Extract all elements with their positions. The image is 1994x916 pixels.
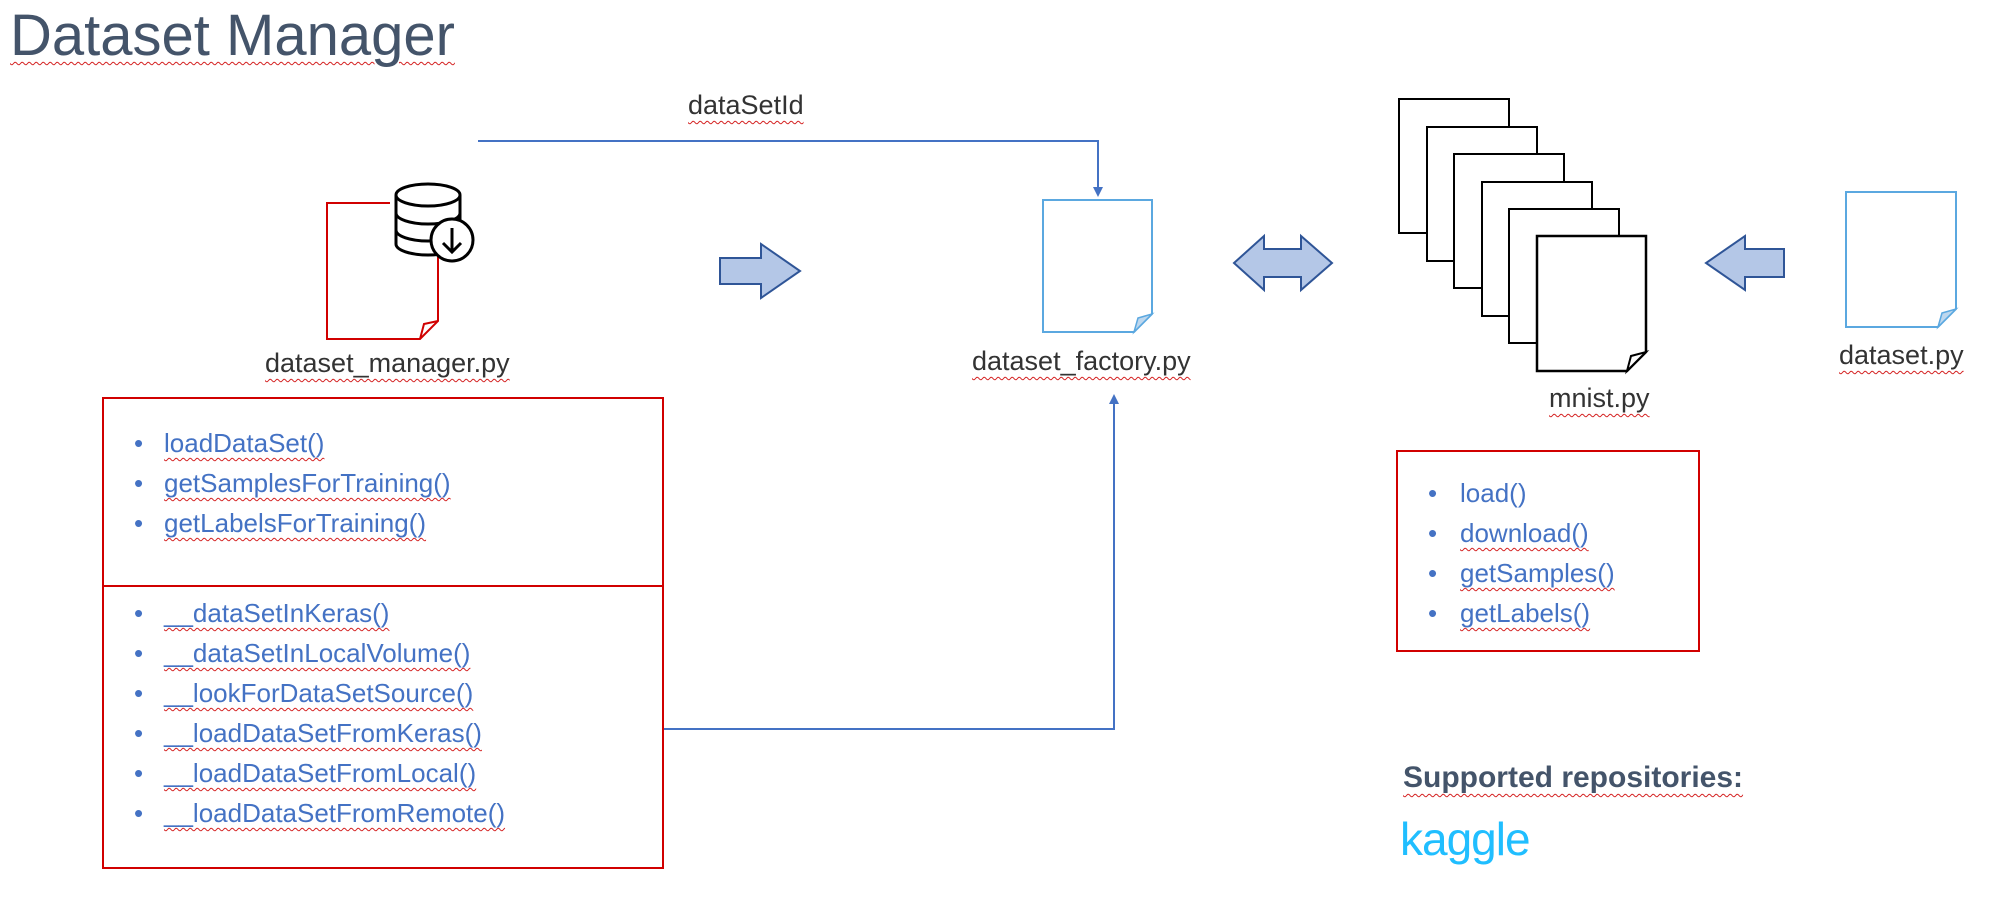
dataset-file-label-text: dataset.py <box>1839 340 1964 370</box>
dataset-id-label-text: dataSetId <box>688 90 804 120</box>
method-item: __dataSetInKeras() <box>104 593 662 633</box>
mnist-file-label: mnist.py <box>1549 383 1650 414</box>
page-title-text: Dataset Manager <box>10 3 455 68</box>
mnist-methods-list: load() download() getSamples() getLabels… <box>1398 473 1698 633</box>
stacked-documents-icon <box>1398 98 1650 375</box>
dataset-file-label: dataset.py <box>1839 340 1964 371</box>
flow-arrow-left-icon <box>1704 234 1785 292</box>
method-item: __loadDataSetFromLocal() <box>104 753 662 793</box>
mnist-methods-box: load() download() getSamples() getLabels… <box>1396 450 1700 652</box>
method-item: getSamples() <box>1398 553 1698 593</box>
dataset-document-icon <box>1845 191 1959 330</box>
supported-repositories-heading: Supported repositories: <box>1403 761 1743 795</box>
dataset-id-connector <box>478 140 1103 197</box>
bidirectional-arrow-icon <box>1232 233 1334 293</box>
manager-file-label-text: dataset_manager.py <box>265 348 510 378</box>
factory-file-label: dataset_factory.py <box>972 346 1191 377</box>
method-item: getLabelsForTraining() <box>104 503 662 543</box>
manager-file-label: dataset_manager.py <box>265 348 510 379</box>
method-item: __lookForDataSetSource() <box>104 673 662 713</box>
flow-arrow-right-icon <box>719 242 802 300</box>
private-methods-connector <box>664 394 1119 730</box>
kaggle-logo: kaggle <box>1400 812 1531 866</box>
kaggle-logo-text: kaggle <box>1400 813 1531 865</box>
method-item: getLabels() <box>1398 593 1698 633</box>
public-methods-list: loadDataSet() getSamplesForTraining() ge… <box>104 423 662 543</box>
supported-repositories-text: Supported repositories: <box>1403 761 1744 794</box>
method-item: __loadDataSetFromKeras() <box>104 713 662 753</box>
factory-document-icon <box>1042 199 1155 335</box>
method-item: load() <box>1398 473 1698 513</box>
mnist-file-label-text: mnist.py <box>1549 383 1650 413</box>
public-methods-section: loadDataSet() getSamplesForTraining() ge… <box>104 399 662 587</box>
method-item: loadDataSet() <box>104 423 662 463</box>
factory-file-label-text: dataset_factory.py <box>972 346 1191 376</box>
method-item: __dataSetInLocalVolume() <box>104 633 662 673</box>
page-title: Dataset Manager <box>10 4 455 68</box>
dataset-id-label: dataSetId <box>688 90 804 121</box>
method-item: getSamplesForTraining() <box>104 463 662 503</box>
method-item: __loadDataSetFromRemote() <box>104 793 662 833</box>
manager-methods-box: loadDataSet() getSamplesForTraining() ge… <box>102 397 664 869</box>
database-download-icon <box>390 180 475 263</box>
method-item: download() <box>1398 513 1698 553</box>
private-methods-section: __dataSetInKeras() __dataSetInLocalVolum… <box>104 587 662 833</box>
private-methods-list: __dataSetInKeras() __dataSetInLocalVolum… <box>104 593 662 833</box>
